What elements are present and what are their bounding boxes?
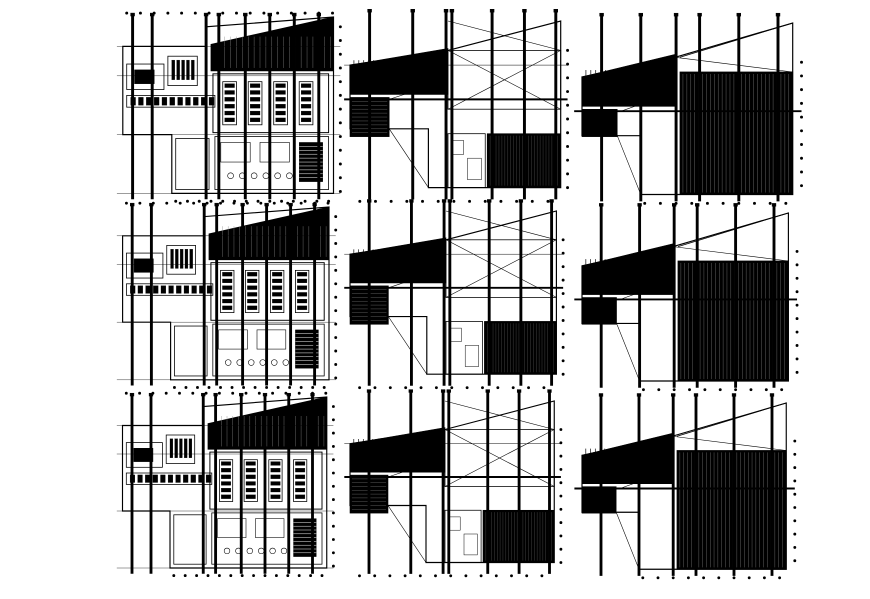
roof-plan — [574, 393, 797, 580]
roof-plan — [574, 12, 803, 205]
detailed-floor-plan — [116, 11, 342, 203]
roof-framing-plan — [344, 389, 563, 578]
roof-framing-plan — [344, 8, 570, 203]
detailed-floor-plan — [116, 391, 335, 578]
roof-plan — [574, 203, 799, 392]
roof-framing-plan — [344, 199, 565, 390]
detailed-floor-plan — [116, 201, 338, 389]
